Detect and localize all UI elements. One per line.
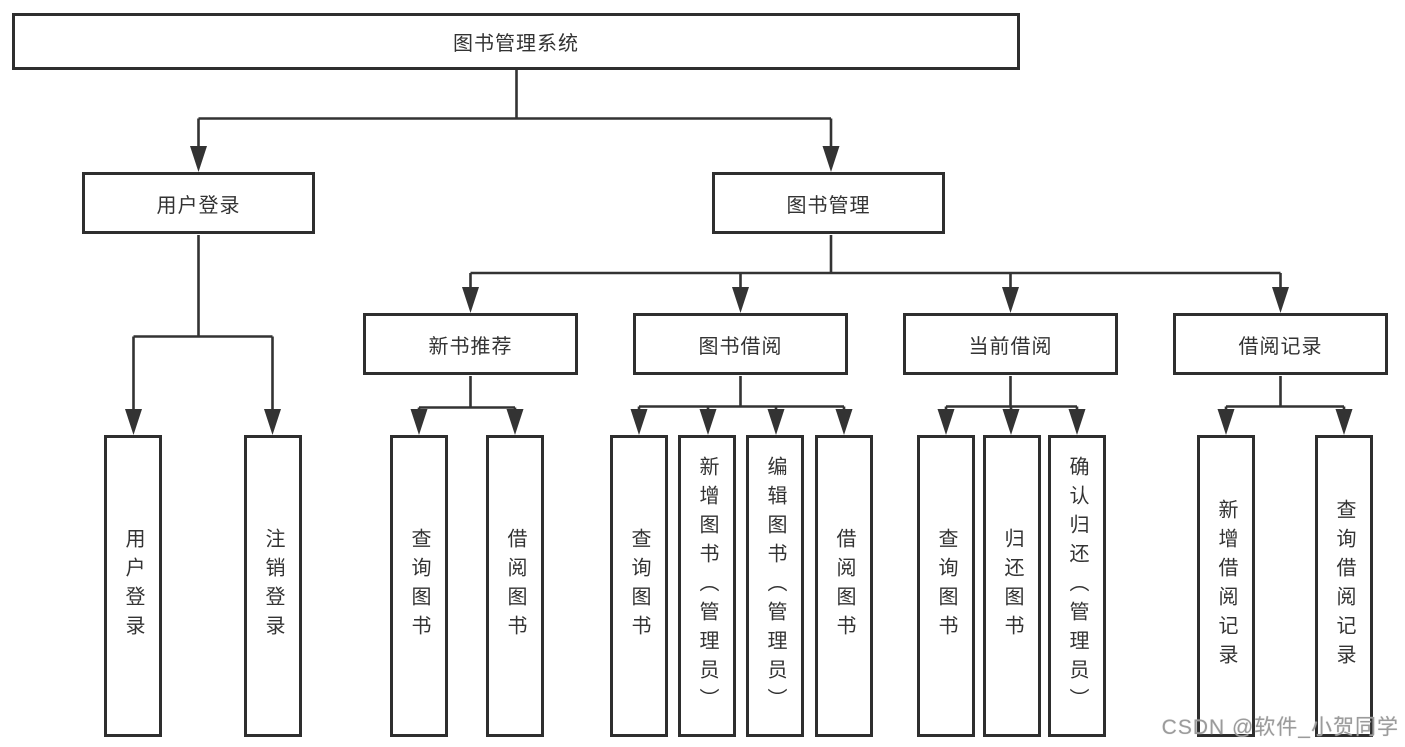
node-label: 图书管理系统 bbox=[453, 33, 579, 55]
node-user-login: 用户登录 bbox=[82, 172, 315, 234]
leaf-user-login: 用户登录 bbox=[104, 435, 162, 737]
node-library-management-system: 图书管理系统 bbox=[12, 13, 1020, 70]
node-new-book-recommend: 新书推荐 bbox=[363, 313, 578, 375]
node-book-management: 图书管理 bbox=[712, 172, 945, 234]
node-label: 借阅记录 bbox=[1238, 335, 1323, 358]
node-book-borrowing: 图书借阅 bbox=[633, 313, 848, 375]
node-label: 用户登录 bbox=[156, 194, 241, 217]
node-borrowing-records: 借阅记录 bbox=[1173, 313, 1388, 375]
node-label: 新增借阅记录 bbox=[1215, 499, 1237, 673]
leaf-borrow-book-recommend: 借阅图书 bbox=[486, 435, 544, 737]
node-label: 借阅图书 bbox=[504, 528, 526, 644]
leaf-add-borrow-record: 新增借阅记录 bbox=[1197, 435, 1255, 737]
node-current-borrowing: 当前借阅 bbox=[903, 313, 1118, 375]
node-label: 查询图书 bbox=[935, 528, 957, 644]
leaf-return-book: 归还图书 bbox=[983, 435, 1041, 737]
leaf-query-book-current: 查询图书 bbox=[917, 435, 975, 737]
node-label: 确认归还（管理员） bbox=[1066, 455, 1088, 717]
leaf-confirm-return-admin: 确认归还（管理员） bbox=[1048, 435, 1106, 737]
node-label: 图书管理 bbox=[786, 194, 871, 217]
node-label: 查询借阅记录 bbox=[1333, 499, 1355, 673]
node-label: 查询图书 bbox=[628, 528, 650, 644]
node-label: 编辑图书（管理员） bbox=[764, 455, 786, 717]
leaf-query-book-borrowing: 查询图书 bbox=[610, 435, 668, 737]
node-label: 当前借阅 bbox=[968, 335, 1053, 358]
leaf-query-book-recommend: 查询图书 bbox=[390, 435, 448, 737]
node-label: 归还图书 bbox=[1001, 528, 1023, 644]
leaf-logout: 注销登录 bbox=[244, 435, 302, 737]
node-label: 注销登录 bbox=[262, 528, 284, 644]
node-label: 查询图书 bbox=[408, 528, 430, 644]
leaf-query-borrow-record: 查询借阅记录 bbox=[1315, 435, 1373, 737]
node-label: 新增图书（管理员） bbox=[696, 455, 718, 717]
node-label: 新书推荐 bbox=[428, 335, 513, 358]
node-label: 图书借阅 bbox=[698, 335, 783, 358]
node-label: 借阅图书 bbox=[833, 528, 855, 644]
leaf-borrow-book: 借阅图书 bbox=[815, 435, 873, 737]
leaf-edit-book-admin: 编辑图书（管理员） bbox=[746, 435, 804, 737]
csdn-watermark: CSDN @软件_小贺同学 bbox=[1161, 716, 1399, 739]
leaf-add-book-admin: 新增图书（管理员） bbox=[678, 435, 736, 737]
node-label: 用户登录 bbox=[122, 528, 144, 644]
